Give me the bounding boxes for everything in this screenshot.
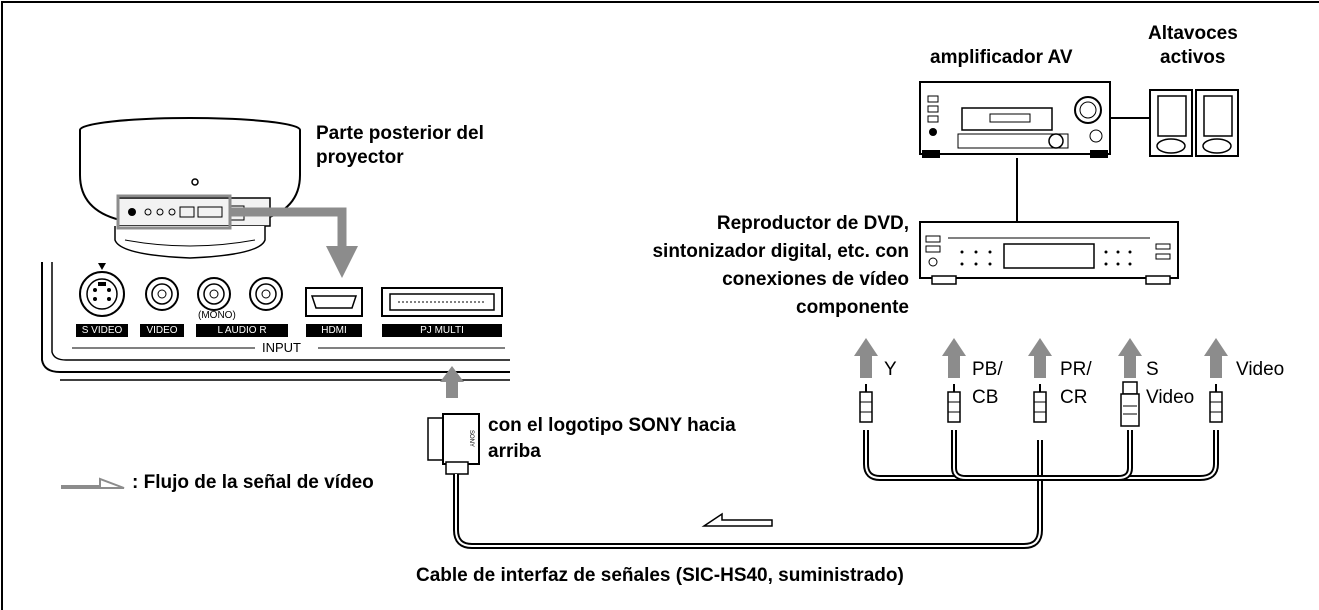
- input-label: INPUT: [262, 340, 301, 355]
- rca-plugs: [859, 381, 1223, 427]
- sony-label-line2: arriba: [488, 441, 541, 462]
- legend-label: : Flujo de la señal de vídeo: [132, 472, 374, 493]
- projector-illustration: [79, 117, 301, 259]
- cable-label: Cable de interfaz de señales (SIC-HS40, …: [416, 565, 904, 586]
- signal-cr-label: CR: [1060, 387, 1088, 408]
- dvd-label-line4: componente: [796, 297, 909, 318]
- dvd-label-line3: conexiones de vídeo: [722, 269, 909, 290]
- multi-connector-plug: SONY: [427, 413, 480, 475]
- signal-video-label: Video: [1236, 359, 1285, 380]
- speakers-illustration: [1149, 89, 1239, 157]
- speakers-label-line1: Altavoces: [1148, 23, 1238, 44]
- sony-label-line1: con el logotipo SONY hacia: [488, 415, 736, 436]
- signal-pr-label: PR/: [1060, 359, 1092, 380]
- speakers-label-line2: activos: [1160, 47, 1226, 68]
- hdmi-plate: HDMI: [306, 324, 362, 337]
- svg-text:SONY: SONY: [468, 430, 474, 447]
- mono-label: (MONO): [198, 310, 236, 321]
- audio-plate: L AUDIO R: [196, 324, 288, 337]
- input-panel: [41, 262, 510, 381]
- projector-label-line2: proyector: [316, 147, 404, 168]
- video-plate: VIDEO: [140, 324, 184, 337]
- legend-flow-arrow: [61, 477, 125, 489]
- signal-y-label: Y: [884, 359, 897, 380]
- pjmulti-plate: PJ MULTI: [382, 324, 502, 337]
- projector-label-line1: Parte posterior del: [316, 123, 484, 144]
- dvd-player-illustration: [919, 221, 1179, 285]
- amplifier-label: amplificador AV: [930, 47, 1073, 68]
- signal-arrows: [854, 338, 1228, 378]
- dvd-label-line1: Reproductor de DVD,: [716, 213, 909, 234]
- signal-svideo-label: Video: [1146, 387, 1195, 408]
- svideo-plate: S VIDEO: [76, 324, 128, 337]
- signal-cb-label: CB: [972, 387, 999, 408]
- dvd-label-line2: sintonizador digital, etc. con: [652, 241, 909, 262]
- signal-s-label: S: [1146, 359, 1159, 380]
- av-amplifier-illustration: [919, 81, 1111, 158]
- signal-pb-label: PB/: [972, 359, 1003, 380]
